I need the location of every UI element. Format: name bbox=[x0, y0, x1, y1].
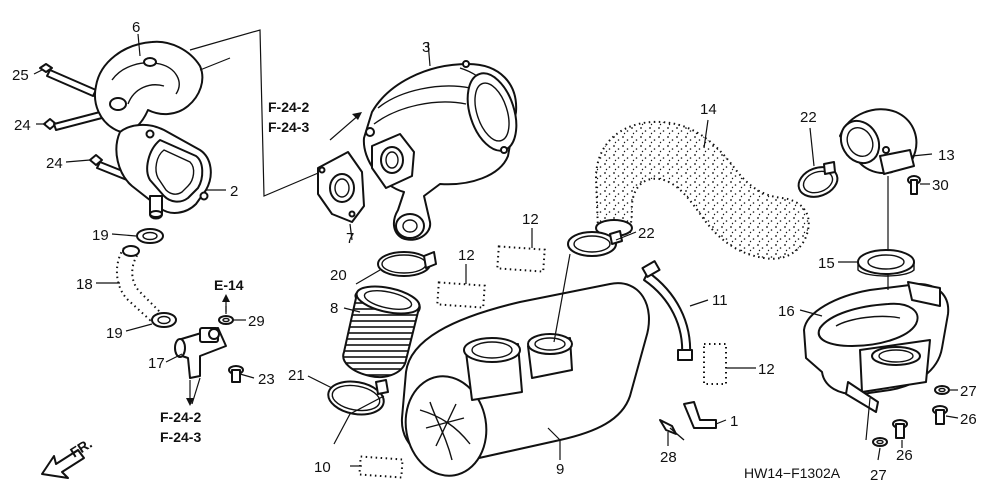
callout-13: 13 bbox=[938, 147, 955, 164]
sub-air-case bbox=[803, 281, 950, 413]
callout-10: 10 bbox=[314, 459, 331, 476]
ref-label-upper-1: F-24-2 bbox=[268, 99, 309, 115]
bracket-1 bbox=[683, 401, 717, 429]
callout-12-middle: 12 bbox=[458, 247, 475, 264]
callout-29: 29 bbox=[248, 313, 265, 330]
callout-24-upper: 24 bbox=[14, 117, 31, 134]
callout-19-upper: 19 bbox=[92, 227, 109, 244]
callout-20: 20 bbox=[330, 267, 347, 284]
callout-3: 3 bbox=[422, 39, 430, 56]
callout-12-upper: 12 bbox=[522, 211, 539, 228]
ref-arrows bbox=[186, 112, 362, 406]
clamp-22-lower bbox=[567, 230, 623, 257]
callout-24-lower: 24 bbox=[46, 155, 63, 172]
water-hose bbox=[116, 228, 244, 383]
callout-1: 1 bbox=[730, 413, 738, 430]
clip-28 bbox=[659, 419, 685, 441]
callout-18: 18 bbox=[76, 276, 93, 293]
clamp-20 bbox=[377, 251, 437, 277]
callout-30: 30 bbox=[932, 177, 949, 194]
callout-12-right: 12 bbox=[758, 361, 775, 378]
callout-16: 16 bbox=[778, 303, 795, 320]
ref-label-e14: E-14 bbox=[214, 277, 244, 293]
callout-23: 23 bbox=[258, 371, 275, 388]
callout-26-lower: 26 bbox=[896, 447, 913, 464]
assembly-bracket-lead bbox=[189, 29, 331, 197]
washer-27-right bbox=[934, 385, 950, 395]
ref-label-upper-2: F-24-3 bbox=[268, 119, 309, 135]
air-cleaner-housing bbox=[362, 60, 518, 241]
clamp-22-upper bbox=[797, 161, 839, 198]
gasket-plate bbox=[317, 151, 365, 223]
callout-22-upper: 22 bbox=[800, 109, 817, 126]
callout-14: 14 bbox=[700, 101, 717, 118]
ref-label-lower-2: F-24-3 bbox=[160, 429, 201, 445]
leader-lines bbox=[33, 33, 959, 467]
washer-27-lower bbox=[872, 437, 888, 447]
intake-elbow-cap bbox=[839, 108, 918, 175]
callout-11: 11 bbox=[712, 292, 728, 309]
callout-21: 21 bbox=[288, 367, 305, 384]
callout-7: 7 bbox=[346, 230, 354, 247]
callout-26-right: 26 bbox=[960, 411, 977, 428]
callout-6: 6 bbox=[132, 19, 140, 36]
callout-15: 15 bbox=[818, 255, 835, 272]
callout-22-lower: 22 bbox=[638, 225, 655, 242]
callout-9: 9 bbox=[556, 461, 564, 478]
bolt-26-right bbox=[932, 405, 948, 425]
ref-label-lower-1: F-24-2 bbox=[160, 409, 201, 425]
callout-8: 8 bbox=[330, 300, 338, 317]
connecting-boot bbox=[342, 285, 421, 378]
callout-19-lower: 19 bbox=[106, 325, 123, 342]
callout-27-right: 27 bbox=[960, 383, 977, 400]
callout-labels: 1 2 3 6 7 8 9 10 11 12 12 12 13 14 15 16… bbox=[12, 19, 977, 484]
grommet bbox=[857, 249, 915, 277]
clamp-21 bbox=[327, 379, 389, 416]
thermostat-cover-assembly bbox=[39, 40, 212, 220]
front-direction-arrow bbox=[41, 449, 85, 479]
callout-25: 25 bbox=[12, 67, 29, 84]
pad-12-upper bbox=[496, 245, 546, 273]
band-strap bbox=[641, 260, 693, 361]
bolt-26-lower bbox=[892, 419, 908, 439]
pad-10 bbox=[358, 455, 404, 479]
callout-2: 2 bbox=[230, 183, 238, 200]
intake-duct bbox=[594, 120, 810, 260]
pad-12-middle bbox=[436, 281, 486, 309]
drawing-code: HW14−F1302A bbox=[744, 465, 841, 481]
air-box-chamber bbox=[400, 282, 650, 477]
callout-28: 28 bbox=[660, 449, 677, 466]
screw-30 bbox=[907, 175, 921, 195]
callout-17: 17 bbox=[148, 355, 165, 372]
callout-27-lower: 27 bbox=[870, 467, 887, 484]
pad-12-right bbox=[703, 343, 727, 385]
